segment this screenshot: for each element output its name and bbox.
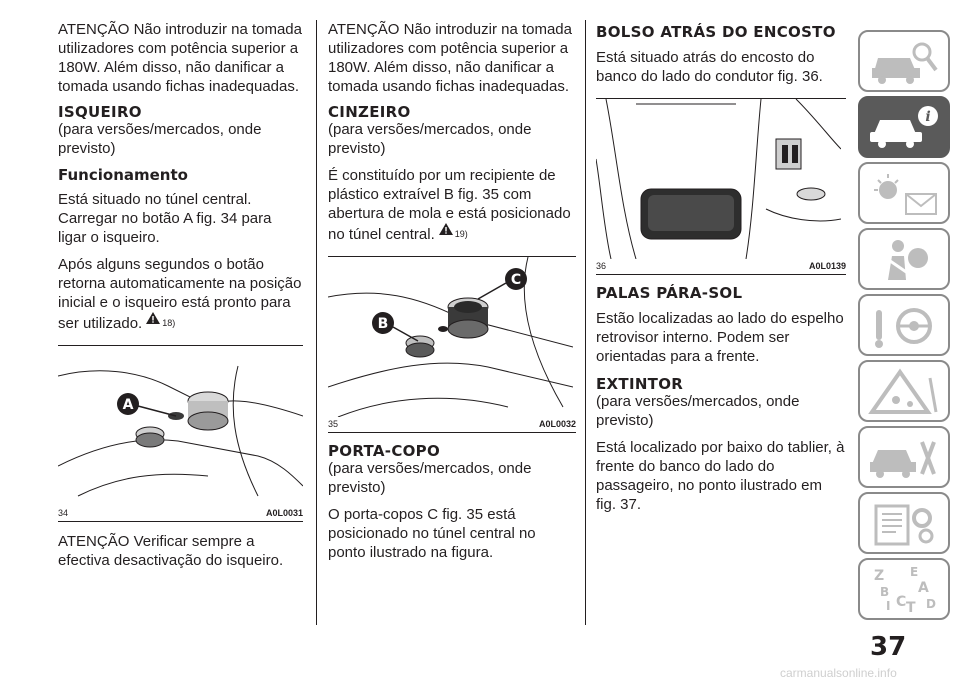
column-3: BOLSO ATRÁS DO ENCOSTO Está situado atrá… (596, 20, 846, 522)
warning-paragraph: ATENÇÃO Não introduzir na tomada utiliza… (58, 21, 302, 95)
svg-text:T: T (906, 600, 916, 614)
svg-text:I: I (886, 599, 890, 613)
chapter-tab-index[interactable]: Z E A B I C T D (858, 558, 950, 620)
column-1: ATENÇÃO Não introduzir na tomada utiliza… (58, 20, 303, 578)
svg-text:Z: Z (874, 568, 884, 584)
paragraph: Após alguns segundos o botão retorna aut… (58, 256, 302, 332)
svg-text:i: i (925, 109, 930, 125)
callout-a: A (123, 397, 134, 413)
section-title-palas: PALAS PÁRA-SOL (596, 284, 743, 302)
car-search-icon (872, 42, 938, 84)
steering-wheel-icon (875, 308, 932, 348)
figure-36: 36 A0L0139 (596, 98, 846, 275)
subsection-title-funcionamento: Funcionamento (58, 166, 188, 184)
chapter-tab-emergency[interactable] (858, 360, 950, 422)
warning-paragraph: ATENÇÃO Verificar sempre a efectiva desa… (58, 533, 284, 569)
road-emergency-icon (868, 368, 938, 414)
svg-text:B: B (880, 585, 889, 599)
seat-pocket-illustration (596, 99, 841, 259)
figure-35: B C 35 A0L0032 (328, 256, 576, 433)
chapter-tab-maintenance[interactable] (858, 426, 950, 488)
lighter-illustration: A (58, 365, 303, 497)
chapter-sidebar: i (858, 30, 950, 624)
section-subtitle: (para versões/mercados, onde previsto) (328, 460, 532, 496)
footer-watermark: carmanualsonline.info (780, 666, 897, 680)
specifications-icon (874, 504, 934, 546)
chapter-tab-car-search[interactable] (858, 30, 950, 92)
figure-caption: 35 A0L0032 (328, 417, 576, 432)
figure-number: 34 (58, 508, 69, 518)
paragraph: Está localizado por baixo do tablier, à … (596, 439, 845, 513)
paragraph: Estão localizadas ao lado do espelho ret… (596, 310, 844, 365)
section-title-cinzeiro: CINZEIRO (328, 103, 411, 121)
paragraph: É constituído por um recipiente de plást… (328, 167, 571, 243)
column-divider (585, 20, 586, 625)
section-title-isqueiro: ISQUEIRO (58, 103, 142, 121)
callout-c: C (511, 272, 521, 288)
figure-caption: 36 A0L0139 (596, 259, 846, 274)
paragraph: O porta-copos C fig. 35 está posicionado… (328, 506, 536, 561)
figure-number: 35 (328, 419, 339, 429)
chapter-tab-driving[interactable] (858, 294, 950, 356)
alphabetical-index-icon: Z E A B I C T D (874, 566, 936, 614)
svg-text:C: C (896, 594, 906, 610)
section-subtitle: (para versões/mercados, onde previsto) (596, 393, 800, 429)
warning-paragraph: ATENÇÃO Não introduzir na tomada utiliza… (328, 21, 572, 95)
car-info-icon: i (870, 106, 938, 148)
section-title-porta-copo: PORTA-COPO (328, 442, 441, 460)
chapter-tab-warning-lights[interactable] (858, 162, 950, 224)
chapter-tab-specifications[interactable] (858, 492, 950, 554)
section-subtitle: (para versões/mercados, onde previsto) (58, 121, 262, 157)
ashtray-cupholder-illustration: B C (328, 257, 573, 417)
figure-caption: 34 A0L0031 (58, 506, 303, 521)
chapter-tab-safety[interactable] (858, 228, 950, 290)
paragraph: Está situado atrás do encosto do banco d… (596, 49, 823, 85)
airbag-safety-icon (879, 240, 928, 280)
column-2: ATENÇÃO Não introduzir na tomada utiliza… (328, 20, 576, 570)
warning-triangle-icon (438, 223, 453, 235)
paragraph: Está situado no túnel central. Carregar … (58, 191, 272, 246)
note-reference: 18) (162, 318, 176, 328)
svg-text:D: D (926, 597, 936, 611)
warning-triangle-icon (146, 312, 161, 324)
section-title-extintor: EXTINTOR (596, 375, 684, 393)
note-reference: 19) (454, 229, 468, 239)
warning-lights-icon (874, 174, 937, 215)
column-divider (316, 20, 317, 625)
section-title-bolso: BOLSO ATRÁS DO ENCOSTO (596, 23, 836, 41)
figure-code: A0L0031 (265, 508, 303, 518)
figure-34: A 34 A0L0031 (58, 345, 303, 522)
chapter-tab-car-info[interactable]: i (858, 96, 950, 158)
callout-b: B (378, 316, 389, 332)
svg-text:E: E (910, 566, 918, 579)
section-subtitle: (para versões/mercados, onde previsto) (328, 121, 532, 157)
figure-number: 36 (596, 261, 607, 271)
figure-code: A0L0032 (538, 419, 576, 429)
svg-text:A: A (918, 580, 929, 596)
car-maintenance-icon (870, 441, 936, 478)
page-number: 37 (870, 632, 907, 662)
figure-code: A0L0139 (808, 261, 846, 271)
